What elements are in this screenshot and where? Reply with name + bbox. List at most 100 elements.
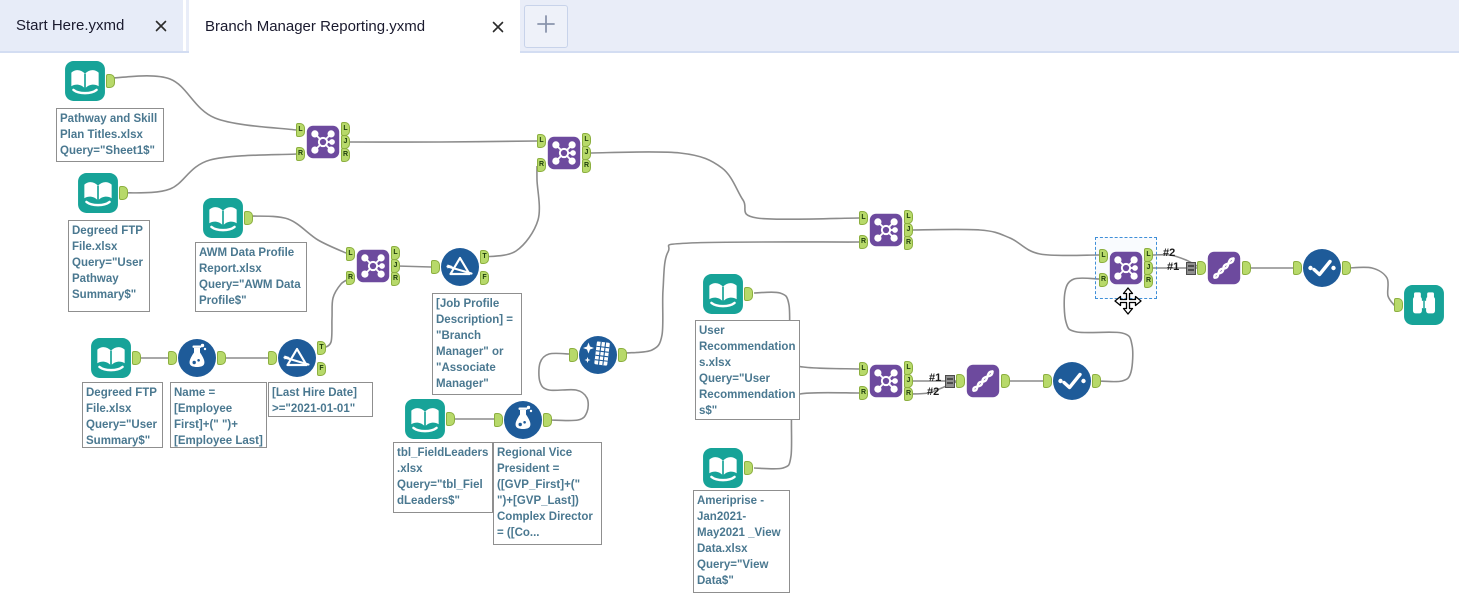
connection-wire[interactable]: [482, 165, 541, 258]
annotation-box[interactable]: [Last Hire Date] >="2021-01-01": [268, 382, 373, 417]
tool-browse1[interactable]: [1403, 284, 1445, 331]
output-anchor-j[interactable]: J: [1144, 261, 1153, 275]
input-anchor[interactable]: [1043, 374, 1052, 388]
tab-branch-manager-reporting[interactable]: Branch Manager Reporting.yxmd: [189, 0, 520, 53]
output-anchor[interactable]: [119, 186, 128, 200]
connection-wire[interactable]: [322, 278, 350, 349]
output-anchor[interactable]: [618, 348, 627, 362]
output-anchor[interactable]: [217, 351, 226, 365]
annotation-box[interactable]: User Recommendations.xlsx Query="User Re…: [695, 320, 800, 420]
output-anchor[interactable]: [244, 211, 253, 225]
connection-wire[interactable]: [345, 140, 538, 143]
input-anchor-l[interactable]: L: [346, 247, 355, 261]
output-anchor[interactable]: [132, 351, 141, 365]
output-anchor-r[interactable]: R: [1144, 274, 1153, 288]
input-anchor-r[interactable]: R: [859, 235, 868, 249]
annotation-box[interactable]: Ameriprise - Jan2021-May2021 _View Data.…: [693, 490, 790, 593]
connection-wire[interactable]: [538, 352, 590, 422]
output-anchor[interactable]: [106, 74, 115, 88]
connection-wire[interactable]: [250, 215, 347, 254]
output-anchor-t[interactable]: T: [480, 250, 489, 264]
output-anchor[interactable]: [744, 287, 753, 301]
tool-unique1[interactable]: [1302, 248, 1342, 293]
output-anchor[interactable]: [744, 461, 753, 475]
output-anchor[interactable]: [1242, 261, 1251, 275]
input-anchor[interactable]: [431, 260, 440, 274]
output-anchor-j[interactable]: J: [904, 374, 913, 388]
connection-wire[interactable]: [625, 241, 860, 354]
tool-union1[interactable]: [1206, 250, 1242, 291]
tool-formula1[interactable]: [177, 338, 217, 383]
tool-in_fieldleaders[interactable]: [404, 398, 446, 445]
connection-wire[interactable]: [908, 228, 1100, 257]
output-anchor-j[interactable]: J: [904, 223, 913, 237]
output-anchor[interactable]: [1092, 374, 1101, 388]
input-anchor-r[interactable]: R: [1099, 273, 1108, 287]
tool-join2[interactable]: [546, 135, 582, 176]
annotation-box[interactable]: Degreed FTP File.xlsx Query="User Pathwa…: [68, 220, 150, 312]
close-icon[interactable]: [129, 20, 167, 32]
output-anchor-r[interactable]: R: [391, 272, 400, 286]
tool-formula2[interactable]: [503, 400, 543, 445]
input-anchor[interactable]: [1197, 261, 1206, 275]
output-anchor-l[interactable]: L: [904, 210, 913, 224]
tool-in_ameriprise[interactable]: [702, 447, 744, 494]
annotation-box[interactable]: Name = [Employee First]+(" ")+[Employee …: [170, 382, 267, 448]
connection-wire[interactable]: [753, 391, 860, 470]
connection-wire[interactable]: [110, 74, 297, 131]
output-anchor-t[interactable]: T: [317, 341, 326, 355]
output-anchor-r[interactable]: R: [341, 148, 350, 162]
input-anchor[interactable]: [569, 348, 578, 362]
annotation-box[interactable]: Regional Vice President = ([GVP_First]+(…: [493, 442, 602, 545]
input-anchor[interactable]: [1394, 298, 1403, 312]
tool-join5[interactable]: [1108, 250, 1144, 291]
output-anchor-r[interactable]: R: [904, 387, 913, 401]
input-anchor[interactable]: [956, 374, 965, 388]
input-anchor-r[interactable]: R: [537, 158, 546, 172]
tool-union2[interactable]: [965, 363, 1001, 404]
output-anchor-l[interactable]: L: [1144, 248, 1153, 262]
output-anchor-l[interactable]: L: [904, 361, 913, 375]
output-anchor[interactable]: [1342, 261, 1351, 275]
tool-cleanse1[interactable]: [578, 335, 618, 380]
tool-in_userrec[interactable]: [702, 273, 744, 320]
input-anchor-l[interactable]: L: [296, 123, 305, 137]
input-anchor-l[interactable]: L: [859, 211, 868, 225]
input-anchor[interactable]: [494, 413, 503, 427]
output-anchor-j[interactable]: J: [582, 146, 591, 160]
output-anchor-j[interactable]: J: [341, 135, 350, 149]
input-anchor[interactable]: [168, 351, 177, 365]
connection-wire[interactable]: [1347, 266, 1396, 307]
connection-wire[interactable]: [1063, 277, 1134, 383]
annotation-box[interactable]: AWM Data Profile Report.xlsx Query="AWM …: [195, 242, 307, 312]
tool-join3[interactable]: [868, 212, 904, 253]
input-anchor[interactable]: [268, 351, 277, 365]
tool-join4[interactable]: [868, 363, 904, 404]
input-anchor-r[interactable]: R: [296, 147, 305, 161]
annotation-box[interactable]: Pathway and Skill Plan Titles.xlsx Query…: [56, 108, 164, 162]
tool-filter2[interactable]: [277, 338, 317, 383]
output-anchor[interactable]: [1001, 374, 1010, 388]
input-anchor[interactable]: [1293, 261, 1302, 275]
connection-wire[interactable]: [586, 151, 860, 221]
output-anchor[interactable]: [446, 412, 455, 426]
tool-in_degreed_summary[interactable]: [90, 337, 132, 384]
tool-unique2[interactable]: [1052, 361, 1092, 406]
output-anchor-r[interactable]: R: [582, 159, 591, 173]
output-anchor-r[interactable]: R: [904, 236, 913, 250]
output-anchor-l[interactable]: L: [341, 122, 350, 136]
annotation-box[interactable]: Degreed FTP File.xlsx Query="User Summar…: [82, 382, 163, 448]
tool-in_degreed_pathway[interactable]: [77, 172, 119, 219]
input-anchor-l[interactable]: L: [859, 362, 868, 376]
input-anchor-r[interactable]: R: [859, 386, 868, 400]
new-tab-button[interactable]: [524, 5, 568, 48]
tool-join1[interactable]: [305, 124, 341, 165]
output-anchor-f[interactable]: F: [317, 362, 326, 376]
output-anchor[interactable]: [543, 413, 552, 427]
output-anchor-f[interactable]: F: [480, 271, 489, 285]
tab-start-here[interactable]: Start Here.yxmd: [0, 0, 186, 51]
tool-in_pathway[interactable]: [64, 60, 106, 107]
close-icon[interactable]: [466, 21, 504, 33]
input-anchor-r[interactable]: R: [346, 271, 355, 285]
